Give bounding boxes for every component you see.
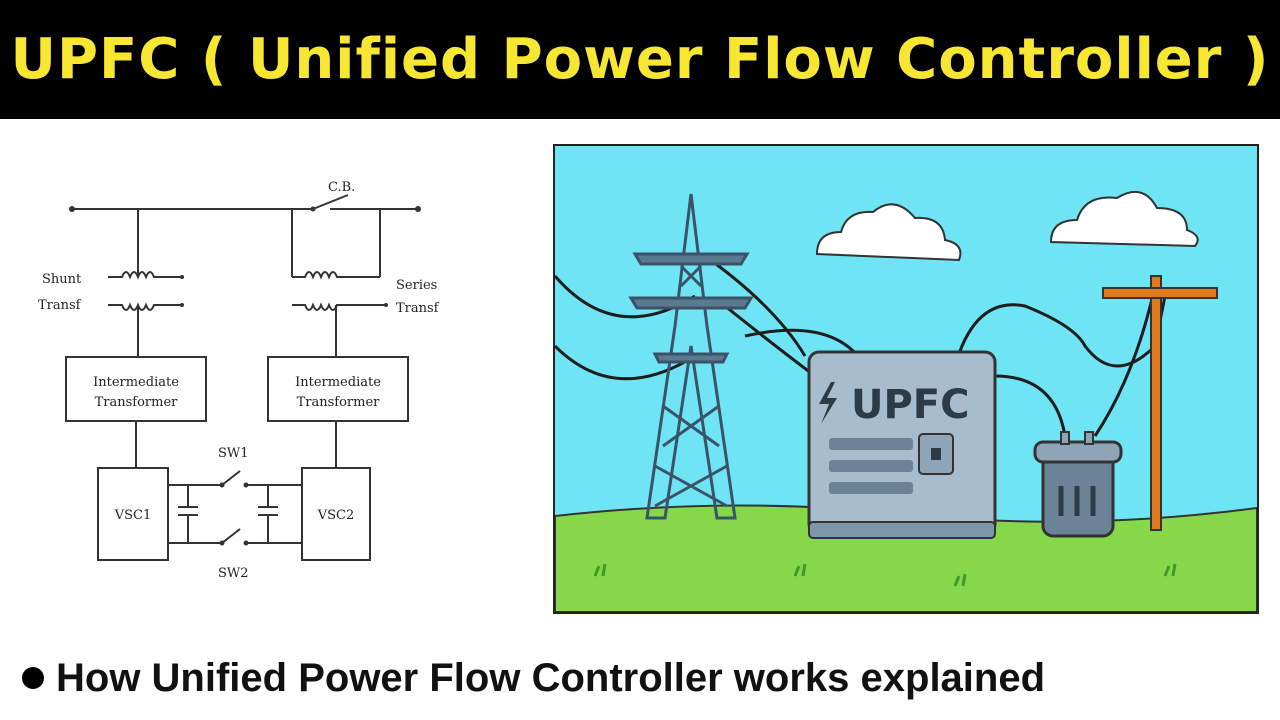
cabinet-label: UPFC <box>851 382 969 428</box>
sw1-blade <box>221 470 241 486</box>
intermediate-transformer-left-line1: Intermediate <box>93 375 179 390</box>
lightning-bolt-icon <box>819 382 837 424</box>
upfc-circuit-diagram: C.B. Shunt Transf Series Transf Intermed… <box>38 180 440 581</box>
intermediate-transformer-left-line2: Transformer <box>95 395 179 410</box>
bullet-icon <box>22 667 44 689</box>
sw2-blade <box>221 528 241 544</box>
upfc-cabinet: UPFC <box>807 350 997 539</box>
utility-pole-icon <box>1102 275 1218 531</box>
upfc-illustration-panel: UPFC <box>553 144 1259 614</box>
intermediate-transformer-right-box <box>267 356 409 422</box>
caption-line: How Unified Power Flow Controller works … <box>20 648 1260 708</box>
sw2-label: SW2 <box>218 566 249 581</box>
series-label-2: Transf <box>396 301 440 316</box>
transmission-tower-icon <box>628 193 754 520</box>
vsc2-box <box>301 467 371 561</box>
upfc-illustration: UPFC <box>555 146 1257 612</box>
caption-text: How Unified Power Flow Controller works … <box>56 655 1046 700</box>
sw1-label: SW1 <box>218 446 249 461</box>
title-banner: UPFC ( Unified Power Flow Controller ) <box>0 0 1280 119</box>
series-primary-coil <box>292 271 380 280</box>
shunt-secondary-coil <box>108 302 182 311</box>
intermediate-transformer-right-line1: Intermediate <box>295 375 381 390</box>
vsc1-box <box>97 467 169 561</box>
vsc1-label: VSC1 <box>114 508 152 523</box>
series-label: Series <box>396 278 437 293</box>
shunt-label: Shunt <box>42 272 82 287</box>
cloud-right-icon <box>1049 190 1199 248</box>
shunt-primary-coil <box>108 271 182 280</box>
distribution-transformer-icon <box>1033 431 1123 538</box>
shunt-label-2: Transf <box>38 298 82 313</box>
page-title: UPFC ( Unified Power Flow Controller ) <box>10 27 1270 92</box>
intermediate-transformer-right-line2: Transformer <box>297 395 381 410</box>
series-secondary-coil <box>292 302 386 311</box>
breaker-blade <box>312 194 349 210</box>
cloud-left-icon <box>815 203 962 262</box>
breaker-label: C.B. <box>328 180 355 195</box>
vsc2-label: VSC2 <box>317 508 355 523</box>
